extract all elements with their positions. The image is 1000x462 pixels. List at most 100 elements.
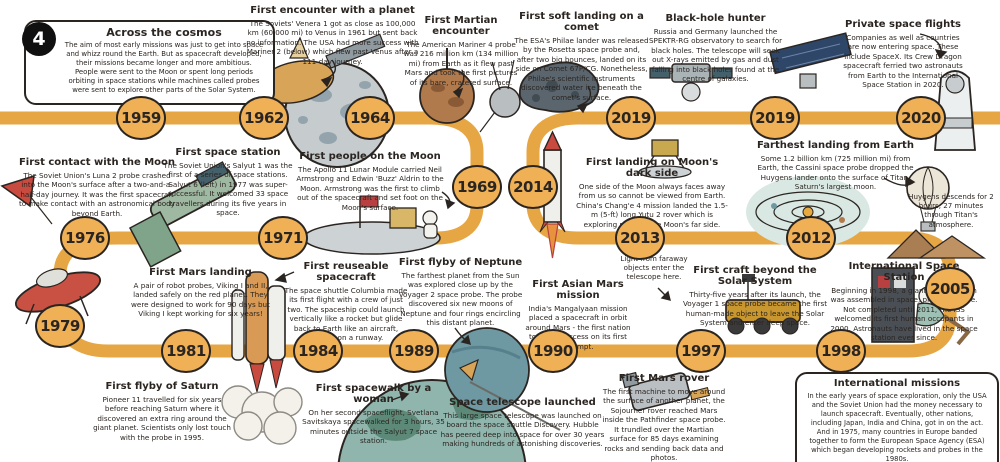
event-body: India's Mangalyaan mission placed a spac…	[525, 303, 631, 351]
event-first-craft-beyond-solar-system: First craft beyond the Solar System Thir…	[680, 265, 830, 328]
event-body: Thirty-five years after its launch, the …	[682, 289, 828, 328]
event-first-space-station: First space station The Soviet Union's S…	[158, 147, 298, 218]
event-international-missions: International missions In the early year…	[795, 372, 999, 462]
year-badge-1971: 1971	[258, 216, 308, 260]
event-title: First Asian Mars mission	[532, 279, 624, 301]
shuttle-launch-illustration	[221, 271, 303, 445]
event-farthest-landing: Farthest landing from Earth Some 1.2 bil…	[753, 140, 918, 192]
year-badge-1997: 1997	[676, 329, 726, 373]
intro-box: Across the cosmos The aim of most early …	[24, 20, 275, 105]
chapter-number-badge: 4	[22, 22, 56, 56]
event-title: First landing on Moon's dark side	[585, 157, 719, 179]
event-body: This large space telescope was launched …	[440, 410, 605, 449]
hubble-telescope-illustration	[621, 371, 711, 411]
event-title: Space telescope launched	[449, 397, 596, 408]
event-first-martian-encounter: First Martian encounter The American Mar…	[402, 15, 520, 87]
year-badge-1981: 1981	[161, 329, 211, 373]
event-first-contact-moon: First contact with the Moon The Soviet U…	[18, 157, 176, 218]
event-first-soft-landing-comet: First soft landing on a comet The ESA's …	[514, 11, 649, 102]
event-body: In the early years of space exploration,…	[807, 391, 987, 462]
event-black-hole-hunter: Black-hole hunter Russia and Germany lau…	[648, 13, 783, 84]
event-title: First spacewalk by a woman	[315, 383, 432, 405]
year-badge-1976: 1976	[60, 216, 110, 260]
event-title: First Mars landing	[149, 267, 252, 278]
event-title: Farthest landing from Earth	[757, 140, 914, 151]
event-international-space-station: International Space Station Beginning in…	[830, 261, 978, 343]
event-first-encounter-planet: First encounter with a planet The Soviet…	[245, 5, 420, 66]
event-private-space-flights: Private space flights Companies as well …	[843, 19, 963, 90]
crew-dragon-illustration	[934, 70, 976, 151]
sojourner-rover-illustration	[725, 274, 801, 335]
year-badge-1979: 1979	[35, 304, 85, 348]
event-body: A pair of robot probes, Viking I and II,…	[131, 280, 270, 319]
event-title: First space station	[175, 147, 281, 158]
event-title: First Martian encounter	[424, 15, 498, 37]
event-body: Beginning in 1998, a giant space station…	[830, 285, 978, 343]
event-space-telescope-launched: Space telescope launched This large spac…	[440, 397, 605, 449]
event-first-spacewalk-woman: First spacewalk by a woman On her second…	[296, 383, 451, 446]
event-title: First contact with the Moon	[18, 157, 176, 168]
year-badge-1962: 1962	[239, 96, 289, 140]
year-badge-1959: 1959	[116, 96, 166, 140]
event-title: First Mars rover	[618, 373, 710, 384]
event-title: First flyby of Saturn	[105, 381, 219, 392]
intro-title: Across the cosmos	[106, 26, 222, 39]
neptune-voyager-illustration	[444, 327, 561, 431]
year-badge-2020: 2020	[896, 96, 946, 140]
change4-lander-illustration	[638, 139, 692, 179]
event-body: The space shuttle Columbia made its firs…	[284, 285, 408, 343]
annotation-telescope-light: Light from faraway objects enter the tel…	[620, 254, 688, 282]
event-title: Private space flights	[845, 19, 961, 30]
year-badge-1984: 1984	[293, 329, 343, 373]
event-body: The first machine to move around the sur…	[602, 386, 726, 462]
solar-system-diagram-illustration	[746, 176, 870, 248]
event-first-people-moon: First people on the Moon The Apollo 11 L…	[296, 151, 444, 212]
event-body: The American Mariner 4 probe was 216 mil…	[403, 39, 519, 87]
spektr-rg-illustration	[649, 63, 733, 102]
annotation-huygens-descent: Huygens descends for 2 hours, 27 minutes…	[908, 192, 994, 229]
luna-probe-illustration	[479, 59, 521, 133]
year-badge-1990: 1990	[528, 329, 578, 373]
event-body: The ESA's Philae lander was released by …	[514, 35, 649, 102]
event-first-mars-landing: First Mars landing A pair of robot probe…	[128, 267, 273, 319]
year-badge-1998: 1998	[816, 329, 866, 373]
mars-globe-illustration	[419, 48, 475, 124]
comet-illustration	[519, 61, 600, 113]
year-badge-2005: 2005	[925, 267, 975, 311]
year-badge-2019-b: 2019	[750, 96, 800, 140]
year-badge-1969: 1969	[452, 165, 502, 209]
event-body: Pioneer 11 travelled for six years befor…	[93, 394, 231, 442]
event-body: On her second spaceflight, Svetlana Savi…	[302, 407, 445, 446]
event-title: International missions	[833, 378, 961, 389]
event-body: The farthest planet from the Sun was exp…	[398, 270, 523, 328]
pointer-arrows	[274, 33, 948, 402]
intro-body: The aim of most early missions was just …	[64, 40, 264, 95]
event-first-mars-rover: First Mars rover The first machine to mo…	[600, 373, 728, 462]
solar-panel-satellite-illustration	[769, 32, 852, 89]
event-body: The Apollo 11 Lunar Module carried Neil …	[296, 164, 444, 212]
year-badge-2013: 2013	[615, 216, 665, 260]
year-badge-1989: 1989	[389, 329, 439, 373]
event-title: International Space Station	[848, 261, 960, 283]
year-badge-2012: 2012	[786, 216, 836, 260]
event-title: First craft beyond the Solar System	[693, 265, 817, 287]
event-title: First flyby of Neptune	[398, 257, 523, 268]
year-badge-1964: 1964	[345, 96, 395, 140]
event-body: Some 1.2 billion km (725 million mi) fro…	[757, 153, 914, 192]
event-body: Russia and Germany launched the SPEKTR-R…	[648, 26, 783, 84]
year-badge-2019-a: 2019	[606, 96, 656, 140]
event-body: Companies as well as countries are now e…	[843, 32, 963, 90]
event-first-reusable-spacecraft: First reuseable spacecraft The space shu…	[282, 261, 410, 343]
timeline-road	[0, 111, 1000, 358]
iss-astronaut-illustration	[871, 267, 971, 346]
event-body: The Soviets' Venera 1 got as close as 10…	[246, 18, 419, 66]
huygens-balloon-illustration	[906, 166, 950, 232]
event-title: First soft landing on a comet	[519, 11, 644, 33]
salyut-station-illustration	[128, 161, 236, 268]
event-title: First reuseable spacecraft	[303, 261, 389, 283]
event-title: First people on the Moon	[299, 151, 441, 162]
event-title: Black-hole hunter	[665, 13, 766, 24]
parachute-illustration	[0, 174, 53, 225]
